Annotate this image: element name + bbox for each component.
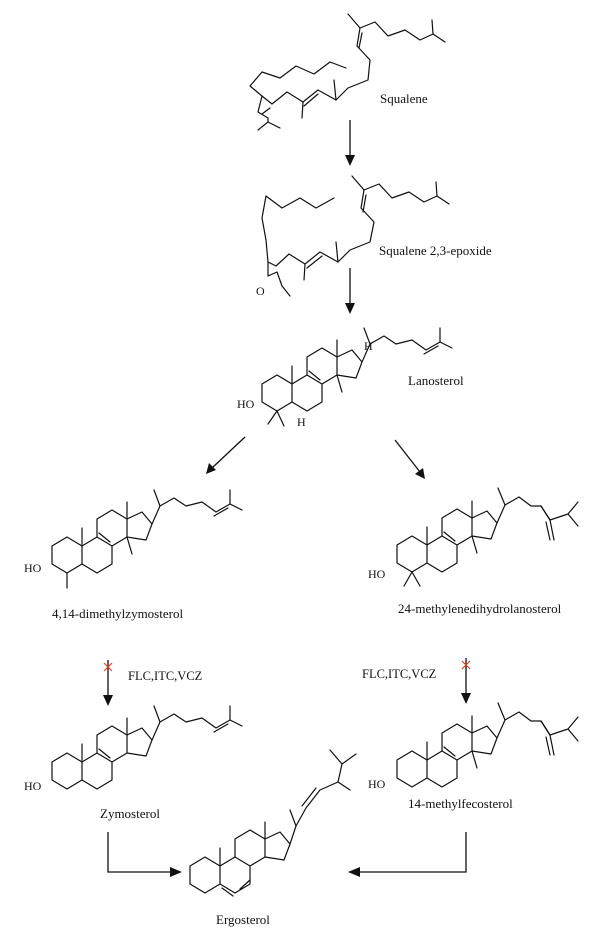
- dimethylzymosterol-structure: [51, 489, 243, 589]
- inhibitor-label-right: FLC,ITC,VCZ: [362, 667, 436, 681]
- lanosterol-h17-label: H: [364, 339, 373, 353]
- methylfecosterol-ho-label: HO: [368, 777, 386, 791]
- methylfecosterol-label: 14-methylfecosterol: [408, 796, 513, 811]
- lanosterol-ho-label: HO: [237, 397, 255, 411]
- ergosterol-structure: [189, 749, 357, 897]
- zymosterol-ho-label: HO: [24, 779, 42, 793]
- epoxide-label: Squalene 2,3-epoxide: [379, 243, 492, 258]
- arrow-epoxide-to-lanosterol: [345, 268, 355, 314]
- inhibition-mark-left: [103, 662, 113, 672]
- squalene-epoxide-structure: [261, 175, 450, 297]
- lanosterol-h5-label: H: [297, 415, 306, 429]
- methylenedihydrolanosterol-label: 24-methylenedihydrolanosterol: [398, 601, 562, 616]
- squalene-structure: [249, 13, 446, 131]
- inhibition-mark-right: [461, 660, 471, 670]
- arrow-methylfecosterol-to-ergosterol: [348, 832, 467, 877]
- lanosterol-structure: [261, 327, 453, 427]
- lanosterol-label: Lanosterol: [408, 373, 464, 388]
- methylfecosterol-structure: [396, 702, 579, 788]
- arrow-squalene-to-epoxide: [345, 120, 355, 166]
- squalene-label: Squalene: [380, 91, 428, 106]
- dimethylzymosterol-ho-label: HO: [24, 561, 42, 575]
- methylenedihydrolanosterol-structure: [396, 487, 579, 587]
- dimethylzymosterol-label: 4,14-dimethylzymosterol: [52, 606, 183, 621]
- zymosterol-label: Zymosterol: [100, 806, 160, 821]
- inhibitor-label-left: FLC,ITC,VCZ: [128, 669, 202, 683]
- zymosterol-structure: [51, 705, 243, 790]
- epoxide-oxygen-label: O: [256, 284, 265, 298]
- arrow-zymosterol-to-ergosterol: [107, 832, 182, 877]
- ergosterol-label: Ergosterol: [216, 912, 270, 927]
- arrow-lanosterol-to-dimethylzymosterol: [206, 436, 246, 474]
- arrow-lanosterol-to-methylenedihydrolanosterol: [394, 439, 425, 479]
- methylenedihydrolanosterol-ho-label: HO: [368, 567, 386, 581]
